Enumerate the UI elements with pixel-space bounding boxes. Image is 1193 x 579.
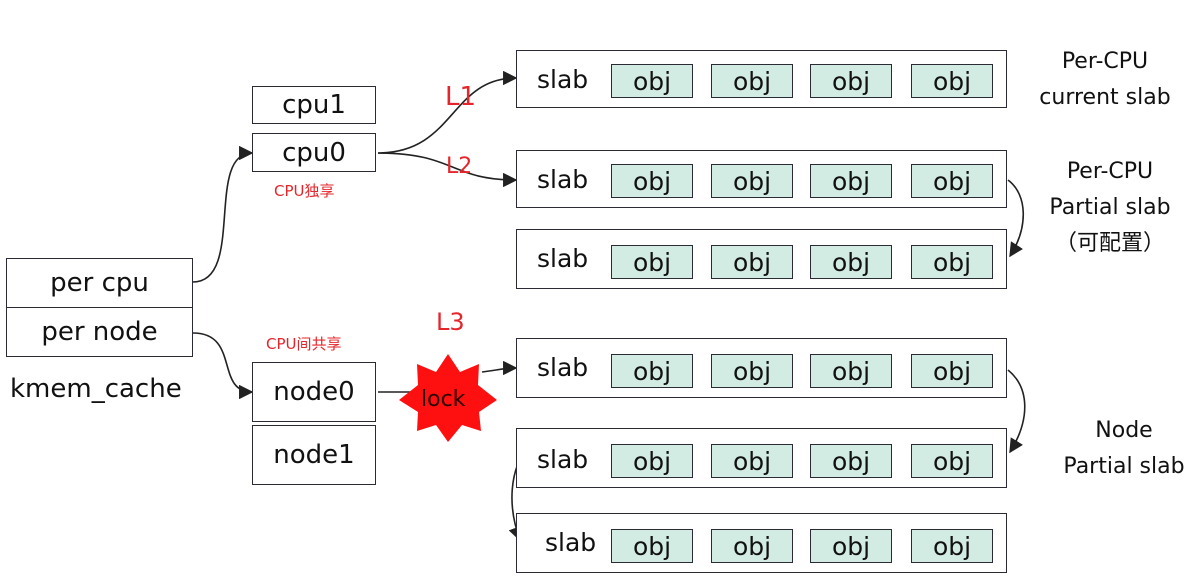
link-partial-row1-to-row2 (1007, 179, 1025, 258)
cpu-exclusive-note: CPU独享 (274, 182, 335, 200)
side-label-partial: Per-CPU Partial slab （可配置） (1030, 154, 1190, 262)
node1-label: node1 (273, 440, 355, 470)
node0-label: node0 (273, 377, 355, 407)
per-cpu-label: per cpu (50, 268, 149, 298)
obj-cell: obj (611, 64, 693, 98)
slab-row-percpu-partial-1: slab obj obj obj obj (516, 150, 1007, 208)
cpu0-box: cpu0 (252, 133, 376, 172)
lock-label: lock (421, 387, 466, 412)
cpu1-box: cpu1 (252, 86, 376, 124)
obj-cell: obj (611, 444, 693, 478)
node1-box: node1 (252, 425, 376, 485)
per-node-label: per node (41, 317, 158, 347)
obj-cell: obj (711, 164, 793, 198)
arrow-l2 (377, 152, 518, 188)
side-label-line: （可配置） (1054, 231, 1165, 256)
slab-label: slab (537, 244, 589, 273)
side-label-line: Partial slab (1049, 195, 1171, 220)
node0-box: node0 (252, 362, 376, 422)
slab-row-node-partial-3: slab obj obj obj obj (516, 513, 1007, 573)
obj-cell: obj (810, 354, 892, 388)
slab-label: slab (537, 445, 589, 474)
side-label-line: current slab (1039, 85, 1171, 110)
link-label-l3: L3 (436, 308, 465, 336)
arrow-percpu-to-cpu0 (192, 145, 254, 283)
obj-cell: obj (911, 64, 993, 98)
obj-cell: obj (810, 529, 892, 563)
slab-row-percpu-partial-2: slab obj obj obj obj (516, 229, 1007, 289)
side-label-line: Node (1095, 418, 1153, 443)
obj-cell: obj (911, 245, 993, 279)
obj-cell: obj (711, 444, 793, 478)
arrow-pernode-to-node0 (192, 332, 254, 400)
side-label-line: Per-CPU (1061, 49, 1149, 74)
link-label-l2: L2 (446, 154, 473, 179)
link-label-l1: L1 (445, 82, 477, 112)
side-label-line: Partial slab (1063, 454, 1185, 479)
side-label-line: Per-CPU (1066, 159, 1154, 184)
obj-cell: obj (611, 354, 693, 388)
cpu1-label: cpu1 (282, 90, 346, 120)
obj-cell: obj (911, 354, 993, 388)
slab-label: slab (537, 165, 589, 194)
obj-cell: obj (911, 164, 993, 198)
per-node-field: per node (6, 307, 193, 357)
kmem-cache-label: kmem_cache (10, 374, 182, 404)
slab-label: slab (545, 528, 597, 557)
arrow-l1 (377, 70, 518, 154)
obj-cell: obj (611, 529, 693, 563)
slab-row-node-partial-1: slab obj obj obj obj (516, 338, 1007, 398)
obj-cell: obj (611, 245, 693, 279)
side-label-node: Node Partial slab (1044, 413, 1193, 485)
arrow-l3 (481, 360, 518, 376)
cpu0-label: cpu0 (282, 137, 346, 168)
obj-cell: obj (810, 64, 892, 98)
obj-cell: obj (711, 245, 793, 279)
cpu-shared-note: CPU间共享 (266, 335, 342, 353)
obj-cell: obj (810, 164, 892, 198)
per-cpu-field: per cpu (6, 258, 193, 308)
side-label-current: Per-CPU current slab (1025, 44, 1185, 116)
lock-starburst (399, 354, 497, 442)
slab-label: slab (537, 65, 589, 94)
obj-cell: obj (611, 164, 693, 198)
slab-row-node-partial-2: slab obj obj obj obj (516, 428, 1007, 488)
obj-cell: obj (810, 245, 892, 279)
obj-cell: obj (711, 529, 793, 563)
obj-cell: obj (711, 354, 793, 388)
obj-cell: obj (711, 64, 793, 98)
obj-cell: obj (911, 529, 993, 563)
link-node-row1-to-row2 (1007, 369, 1026, 454)
obj-cell: obj (911, 444, 993, 478)
slab-row-current: slab obj obj obj obj (516, 50, 1007, 108)
obj-cell: obj (810, 444, 892, 478)
slab-label: slab (537, 353, 589, 382)
